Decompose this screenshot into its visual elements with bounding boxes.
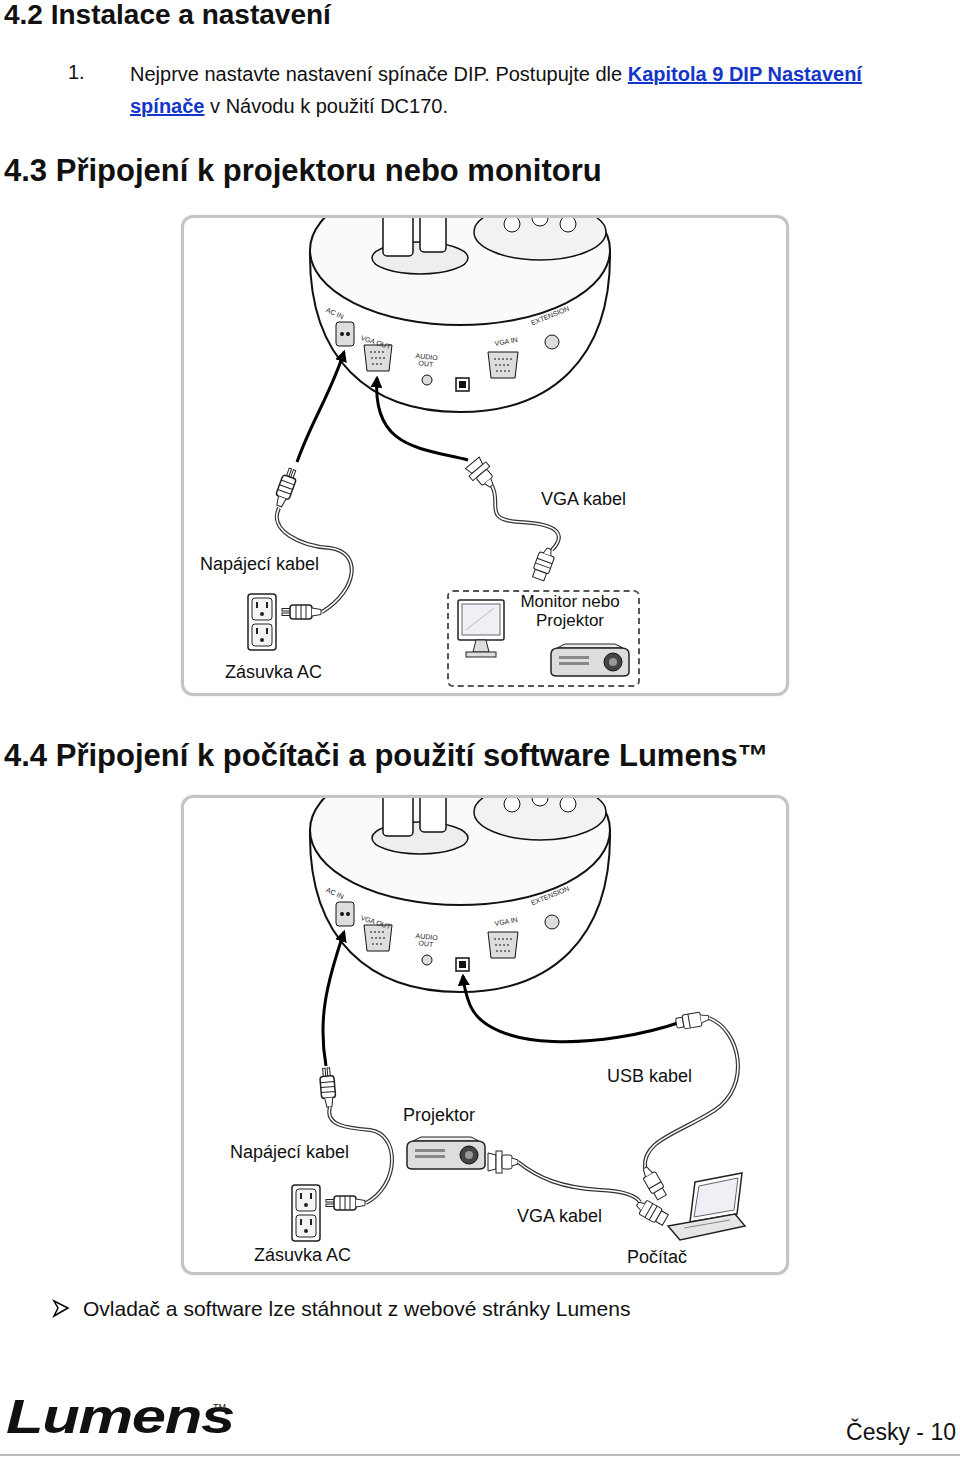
cables-second [407, 1137, 485, 1169]
cables-second [694, 1178, 738, 1217]
cables-second [326, 1196, 365, 1210]
cables-second [645, 1018, 738, 1168]
caption-text: USB kabel [607, 1067, 692, 1087]
caption-text: Počítač [627, 1248, 687, 1268]
document-camera [532, 218, 548, 226]
display-group-box: Monitor nebo Projektor [447, 590, 640, 687]
cables-second [463, 976, 684, 1042]
paragraph: Nejprve nastavte nastavení spínače DIP. … [130, 58, 895, 122]
document-camera [545, 335, 559, 349]
cables-second [639, 1164, 668, 1200]
paragraph-text: Nejprve nastavte nastavení spínače DIP. … [130, 63, 622, 85]
document-camera [488, 352, 518, 378]
section-heading: 4.3 Připojení k projektoru nebo monitoru [4, 152, 602, 189]
cables-first [551, 644, 629, 676]
document-camera [336, 322, 354, 346]
cables-second [645, 1018, 738, 1168]
diagram-panel: USB kabelProjektorNapájecí kabelVGA kabe… [181, 795, 789, 1275]
cables-second [292, 1185, 320, 1241]
cables-first [273, 467, 299, 508]
cables-first [297, 352, 344, 462]
caption-text: VGA kabel [517, 1207, 602, 1227]
cables-second [319, 1067, 336, 1107]
document-camera [560, 218, 576, 232]
footer-rule [0, 1454, 960, 1456]
section-heading: 4.2 Instalace a nastavení [4, 0, 331, 31]
cables-second [684, 1220, 730, 1228]
cables-first [466, 608, 494, 630]
cables-first [466, 652, 496, 657]
document-camera [459, 381, 466, 388]
cables-second [668, 1214, 745, 1240]
caption-text: Projektor [403, 1106, 475, 1126]
port-label: AUDIO OUT [414, 932, 437, 949]
page-footer: Česky - 10 [846, 1419, 956, 1447]
caption-text: VGA kabel [541, 490, 626, 510]
document-camera [310, 755, 610, 992]
document-camera [346, 332, 350, 336]
cables-first [531, 546, 557, 582]
brand-logo: Lumens [6, 1388, 234, 1446]
cables-first [282, 605, 321, 619]
cables-second [675, 1011, 710, 1031]
caption-text: Zásuvka AC [254, 1246, 351, 1266]
cables-first [248, 594, 276, 650]
list-bullet [54, 1301, 68, 1316]
cables-first [377, 378, 468, 460]
diagram-panel: VGA kabelNapájecí kabelZásuvka AC Monitor… [181, 215, 789, 696]
cables-first [248, 352, 629, 676]
document-camera [383, 218, 413, 256]
port-label: AUDIO OUT [414, 352, 437, 369]
document-camera [422, 375, 432, 385]
laptop-icon [668, 1173, 745, 1240]
document-camera [420, 218, 446, 252]
caption-text: Monitor nebo Projektor [512, 593, 628, 630]
monitor-icon [458, 600, 504, 657]
section-heading: 4.4 Připojení k počítači a použití softw… [4, 737, 769, 774]
cables-first [458, 600, 504, 640]
document-camera [370, 352, 386, 364]
note-text: Ovladač a software lze stáhnout z webové… [83, 1296, 630, 1321]
cables-second [292, 932, 745, 1241]
document-camera [310, 218, 610, 412]
list-number: 1. [68, 60, 85, 84]
caption-text: Napájecí kabel [230, 1143, 349, 1163]
cables-second [518, 1162, 640, 1202]
paragraph-text: v Návodu k použití DC170. [210, 95, 448, 117]
document-camera [340, 332, 344, 336]
cables-second [488, 1151, 518, 1173]
document-camera [494, 359, 512, 371]
cables-second [518, 1162, 640, 1202]
cables-second [634, 1197, 670, 1227]
document-camera [456, 378, 469, 391]
cables-first [462, 604, 500, 635]
cables-second [323, 932, 344, 1066]
trademark-mark: TM [213, 1402, 226, 1413]
cables-first [473, 640, 489, 652]
document-camera [474, 218, 606, 260]
caption-text: Napájecí kabel [200, 555, 319, 575]
document-camera [504, 218, 520, 232]
caption-text: Zásuvka AC [225, 663, 322, 683]
